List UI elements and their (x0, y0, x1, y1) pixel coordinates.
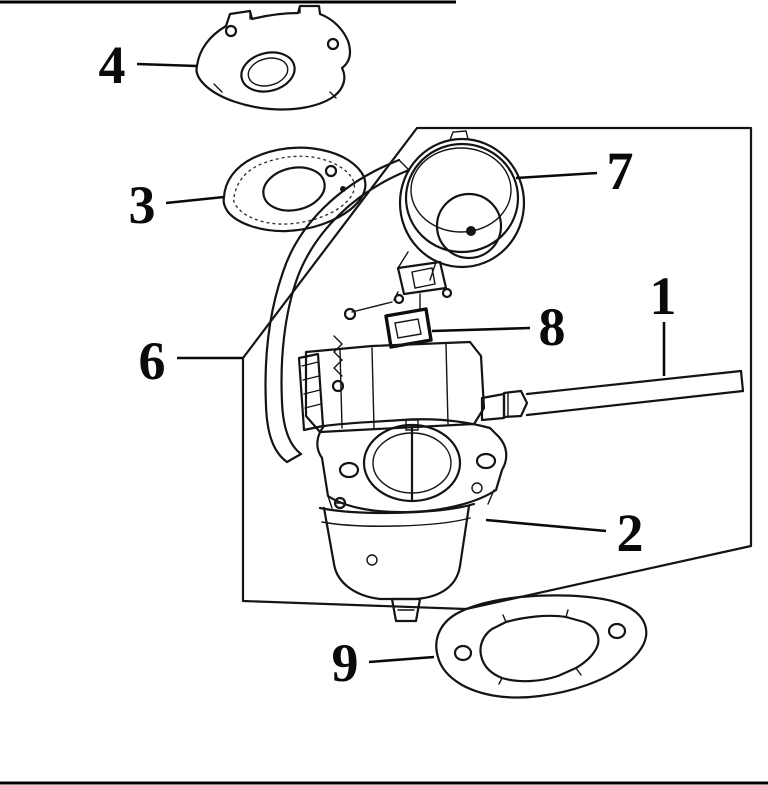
part-number-8: 8 (539, 297, 566, 357)
part-number-2: 2 (617, 503, 644, 563)
part-1-fuel-pipe (525, 369, 745, 417)
bolt-hole (453, 644, 473, 662)
bolt-hole (324, 164, 338, 178)
bolt-hole (607, 622, 627, 640)
leader-line-part-2 (485, 518, 607, 533)
part-number-9: 9 (332, 633, 359, 693)
leader-line-part-7 (515, 171, 598, 180)
part-6-fuel-tube (264, 158, 411, 464)
leader-line-part-3 (165, 195, 225, 205)
part-8-choke-bracket (384, 307, 433, 349)
leader-line-part-4 (136, 62, 198, 68)
leader-line-part-9 (368, 655, 435, 664)
bolt-hole (475, 452, 497, 470)
part-carburetor-body (297, 260, 529, 514)
drain-bolt (390, 597, 422, 623)
bolt-hole (326, 37, 340, 51)
part-number-6: 6 (139, 331, 166, 391)
part-9-flange-gasket (435, 594, 648, 699)
part-number-1: 1 (650, 266, 677, 326)
center-dot (466, 226, 476, 236)
bolt-hole (224, 24, 238, 38)
leader-line-part-8 (431, 326, 531, 333)
part-number-4: 4 (99, 35, 126, 95)
part-4-insulator-plate (195, 4, 352, 111)
part-2-float-bowl (318, 489, 495, 623)
part-number-7: 7 (607, 141, 634, 201)
bolt-hole (338, 461, 360, 479)
part-number-3: 3 (129, 175, 156, 235)
